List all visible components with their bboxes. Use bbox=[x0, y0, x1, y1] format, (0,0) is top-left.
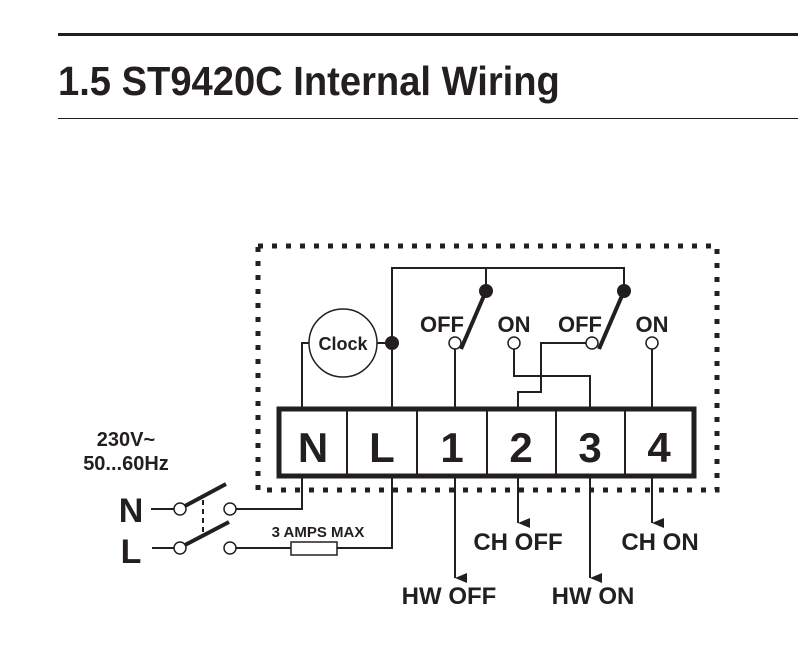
relay-switch-2: OFF ON bbox=[558, 284, 669, 350]
terminal-l: L bbox=[369, 424, 395, 471]
output-arrows bbox=[454, 477, 664, 583]
page-title: 1.5 ST9420C Internal Wiring bbox=[58, 58, 560, 104]
switch-1-on-label: ON bbox=[498, 312, 531, 337]
supply-neutral-label: N bbox=[119, 492, 144, 530]
supply-live-label: L bbox=[121, 533, 142, 571]
terminal-n: N bbox=[298, 424, 328, 471]
terminal-2: 2 bbox=[509, 424, 532, 471]
switch-1-off-label: OFF bbox=[420, 312, 464, 337]
fuse-icon bbox=[290, 541, 338, 556]
clock-motor-icon bbox=[308, 308, 378, 378]
output-hw-off: HW OFF bbox=[402, 583, 497, 610]
clock-label: Clock bbox=[318, 334, 368, 354]
supply-voltage: 230V~ bbox=[97, 429, 155, 451]
isolator-contact bbox=[173, 502, 187, 516]
isolator-contact bbox=[173, 541, 187, 555]
junction-dot bbox=[385, 336, 399, 350]
relay-switch-1: OFF ON bbox=[420, 284, 531, 350]
supply-frequency: 50...60Hz bbox=[83, 453, 169, 475]
switch-2-on-label: ON bbox=[636, 312, 669, 337]
contact-off bbox=[585, 336, 599, 350]
isolator-contact bbox=[223, 541, 237, 555]
title-underline bbox=[58, 118, 798, 119]
terminal-3: 3 bbox=[578, 424, 601, 471]
output-hw-on: HW ON bbox=[552, 583, 635, 610]
fuse-rating-label: 3 AMPS MAX bbox=[272, 524, 365, 541]
isolator-contact bbox=[223, 502, 237, 516]
top-rule bbox=[58, 33, 798, 36]
terminal-1: 1 bbox=[440, 424, 463, 471]
contact-on bbox=[645, 336, 659, 350]
output-ch-off: CH OFF bbox=[473, 529, 562, 556]
terminal-block: N L 1 2 3 4 bbox=[276, 406, 697, 479]
supply-wiring bbox=[151, 477, 393, 549]
contact-off bbox=[448, 336, 462, 350]
terminal-4: 4 bbox=[647, 424, 671, 471]
contact-on bbox=[507, 336, 521, 350]
output-ch-on: CH ON bbox=[621, 529, 698, 556]
switch-2-off-label: OFF bbox=[558, 312, 602, 337]
